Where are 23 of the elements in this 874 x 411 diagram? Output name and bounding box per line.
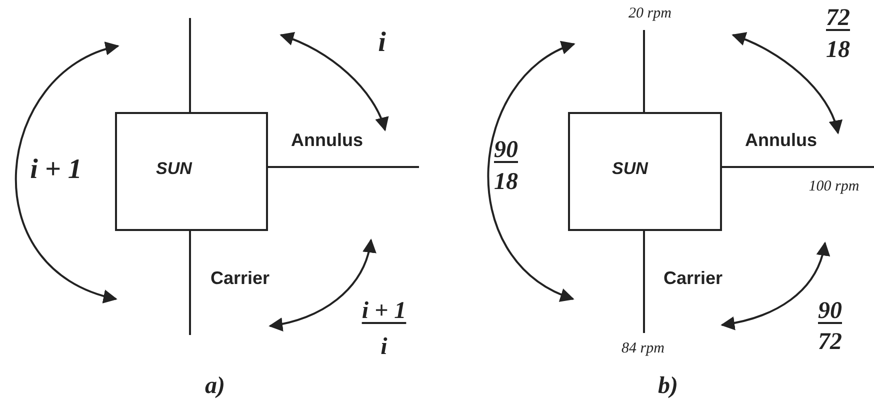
ratio-denominator: 18	[494, 170, 518, 194]
ratio-denominator: 72	[818, 330, 842, 354]
panel-caption: b)	[658, 374, 678, 398]
ratio-numerator: 90	[818, 299, 842, 323]
gear-name: SUN	[612, 159, 648, 179]
ratio-numerator: i + 1	[362, 299, 406, 323]
ratio-label: i + 1	[30, 156, 82, 184]
speed-label: 84 rpm	[622, 342, 664, 356]
part-label: Annulus	[745, 131, 817, 149]
ratio-denominator: i	[380, 335, 388, 359]
part-label: Carrier	[663, 269, 723, 287]
ratio-numerator: 90	[494, 138, 518, 162]
speed-label: 20 rpm	[628, 6, 672, 22]
gear-box	[568, 112, 722, 231]
panel-caption: a)	[205, 374, 225, 398]
speed-label: 100 rpm	[808, 180, 860, 194]
part-label: Annulus	[291, 131, 363, 149]
ratio-denominator: 18	[826, 38, 850, 62]
gear-box	[115, 112, 268, 231]
ratio-label: i	[378, 29, 386, 57]
ratio-numerator: 72	[826, 6, 850, 30]
gear-name: SUN	[156, 159, 192, 179]
part-label: Carrier	[210, 269, 270, 287]
